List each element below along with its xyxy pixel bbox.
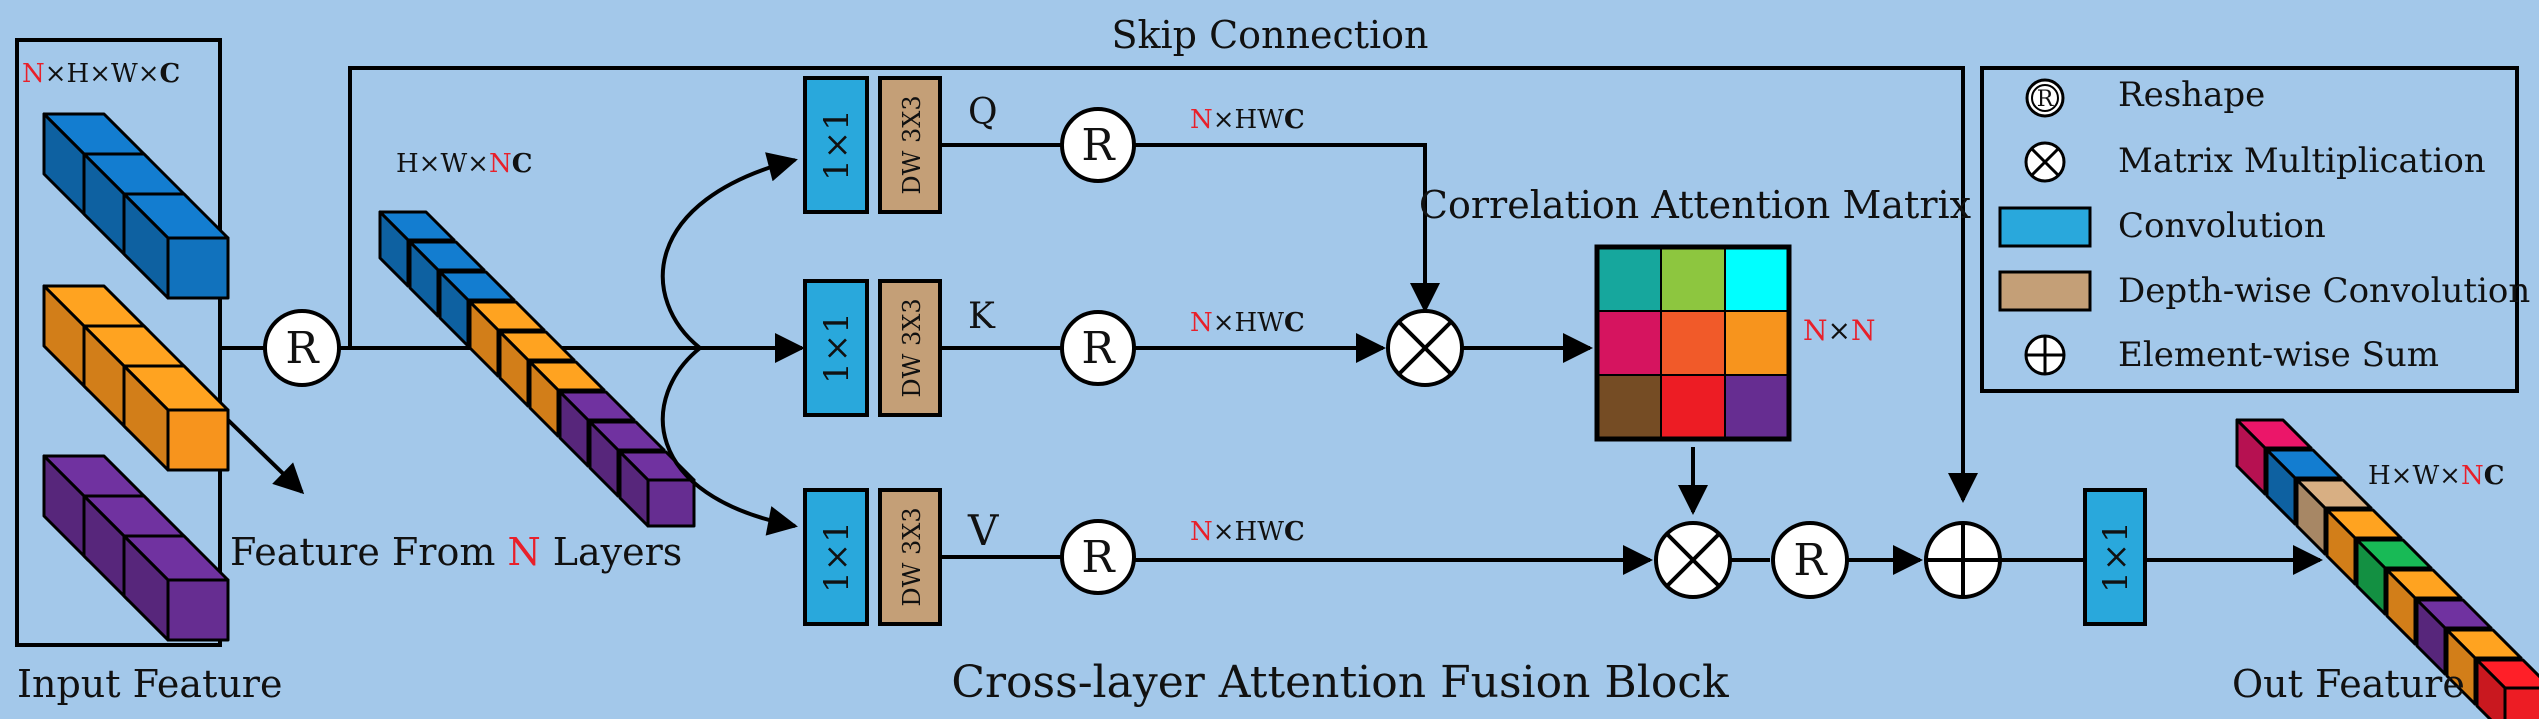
input-feature-box xyxy=(15,38,222,647)
matrix-border xyxy=(1594,244,1792,442)
output-cube-stack xyxy=(2235,418,2539,719)
matrix-title: Correlation Attention Matrix xyxy=(1419,183,1971,227)
q-conv-label: 1×1 xyxy=(817,109,857,181)
input-cubes-orange xyxy=(42,284,230,472)
reshaped-cube-8 xyxy=(618,450,696,528)
input-orange-cube-2 xyxy=(122,364,230,472)
k-label: K xyxy=(968,296,996,337)
legend-conv-icon xyxy=(1998,206,2092,248)
k-dwconv-label: DW 3X3 xyxy=(898,298,926,397)
matrix-cell-1 xyxy=(1660,246,1726,312)
v-dwconv-label: DW 3X3 xyxy=(898,507,926,606)
element-wise-sum-node xyxy=(1924,521,2002,599)
q-label: Q xyxy=(968,92,998,133)
input-cubes-blue xyxy=(42,112,230,300)
q-dwconv-block xyxy=(878,76,942,214)
reshape-node-v xyxy=(1060,519,1136,595)
matrix-cell-3 xyxy=(1596,310,1662,376)
legend-box xyxy=(1980,66,2519,393)
input-blue-cube-2 xyxy=(122,192,230,300)
q-conv-block xyxy=(803,76,869,214)
split-curve-q xyxy=(660,152,798,350)
legend-reshape-icon-label: R xyxy=(2037,87,2055,112)
final-conv-label: 1×1 xyxy=(2096,521,2136,593)
legend-reshape-icon: R xyxy=(2025,78,2065,118)
skip-connection-label: Skip Connection xyxy=(1111,13,1428,57)
reshaped-dims-label: H×W×NC xyxy=(396,149,532,179)
q-reshape-dims: N×HWC xyxy=(1190,105,1305,135)
matrix-cell-7 xyxy=(1660,374,1726,440)
v-label: V xyxy=(967,506,999,555)
feature-from-arrow xyxy=(226,418,305,495)
input-feature-caption: Input Feature xyxy=(17,662,282,706)
matrix-cell-2 xyxy=(1724,246,1790,312)
v-reshape-dims: N×HWC xyxy=(1190,517,1305,547)
matrix-cell-8 xyxy=(1724,374,1790,440)
output-feature-caption: Out Feature xyxy=(2232,662,2465,706)
q-to-matmul-line xyxy=(1134,143,1440,313)
k-reshape-dims: N×HWC xyxy=(1190,308,1305,338)
q-dwconv-label: DW 3X3 xyxy=(898,95,926,194)
matrix-cell-5 xyxy=(1724,310,1790,376)
matrix-dims-label: N×N xyxy=(1803,314,1875,347)
k-conv-label: 1×1 xyxy=(817,312,857,384)
reshape-node-out-label: R xyxy=(1793,535,1828,586)
legend-sum-icon xyxy=(2024,334,2066,376)
legend-dwconv-label: Depth-wise Convolution xyxy=(2118,271,2530,311)
legend-conv-label: Convolution xyxy=(2118,206,2326,246)
legend-matmul-icon xyxy=(2024,141,2066,183)
output-dims-label: H×W×NC xyxy=(2368,461,2504,491)
input-dims-label: N×H×W×C xyxy=(22,59,180,89)
reshape-node-input-label: R xyxy=(285,323,320,374)
k-conv-block xyxy=(803,279,869,417)
legend-matmul-label: Matrix Multiplication xyxy=(2118,141,2486,181)
legend-reshape-label: Reshape xyxy=(2118,75,2265,115)
reshape-node-k-label: R xyxy=(1081,323,1116,374)
matrix-cell-6 xyxy=(1596,374,1662,440)
v-conv-block xyxy=(803,488,869,626)
final-conv-block xyxy=(2083,488,2147,626)
output-cube-8 xyxy=(2475,658,2539,719)
split-curve-v xyxy=(660,346,798,536)
reshape-node-q-label: R xyxy=(1081,120,1116,171)
matrix-cell-0 xyxy=(1596,246,1662,312)
block-title: Cross-layer Attention Fusion Block xyxy=(951,657,1729,708)
correlation-attention-matrix xyxy=(1594,244,1792,442)
matmul-node-qk xyxy=(1386,309,1464,387)
v-dwconv-block xyxy=(878,488,942,626)
legend-sum-label: Element-wise Sum xyxy=(2118,335,2439,375)
matmul-node-v xyxy=(1654,521,1732,599)
feature-from-label: Feature From N Layers xyxy=(230,530,682,574)
input-purple-cube-2 xyxy=(122,534,230,642)
legend-dwconv-icon xyxy=(1998,270,2092,312)
reshape-node-v-label: R xyxy=(1081,532,1116,583)
input-cubes-purple xyxy=(42,454,230,642)
reshaped-cube-stack xyxy=(378,210,696,528)
skip-connection-line xyxy=(348,66,1978,503)
matrix-cell-4 xyxy=(1660,310,1726,376)
v-conv-label: 1×1 xyxy=(817,521,857,593)
